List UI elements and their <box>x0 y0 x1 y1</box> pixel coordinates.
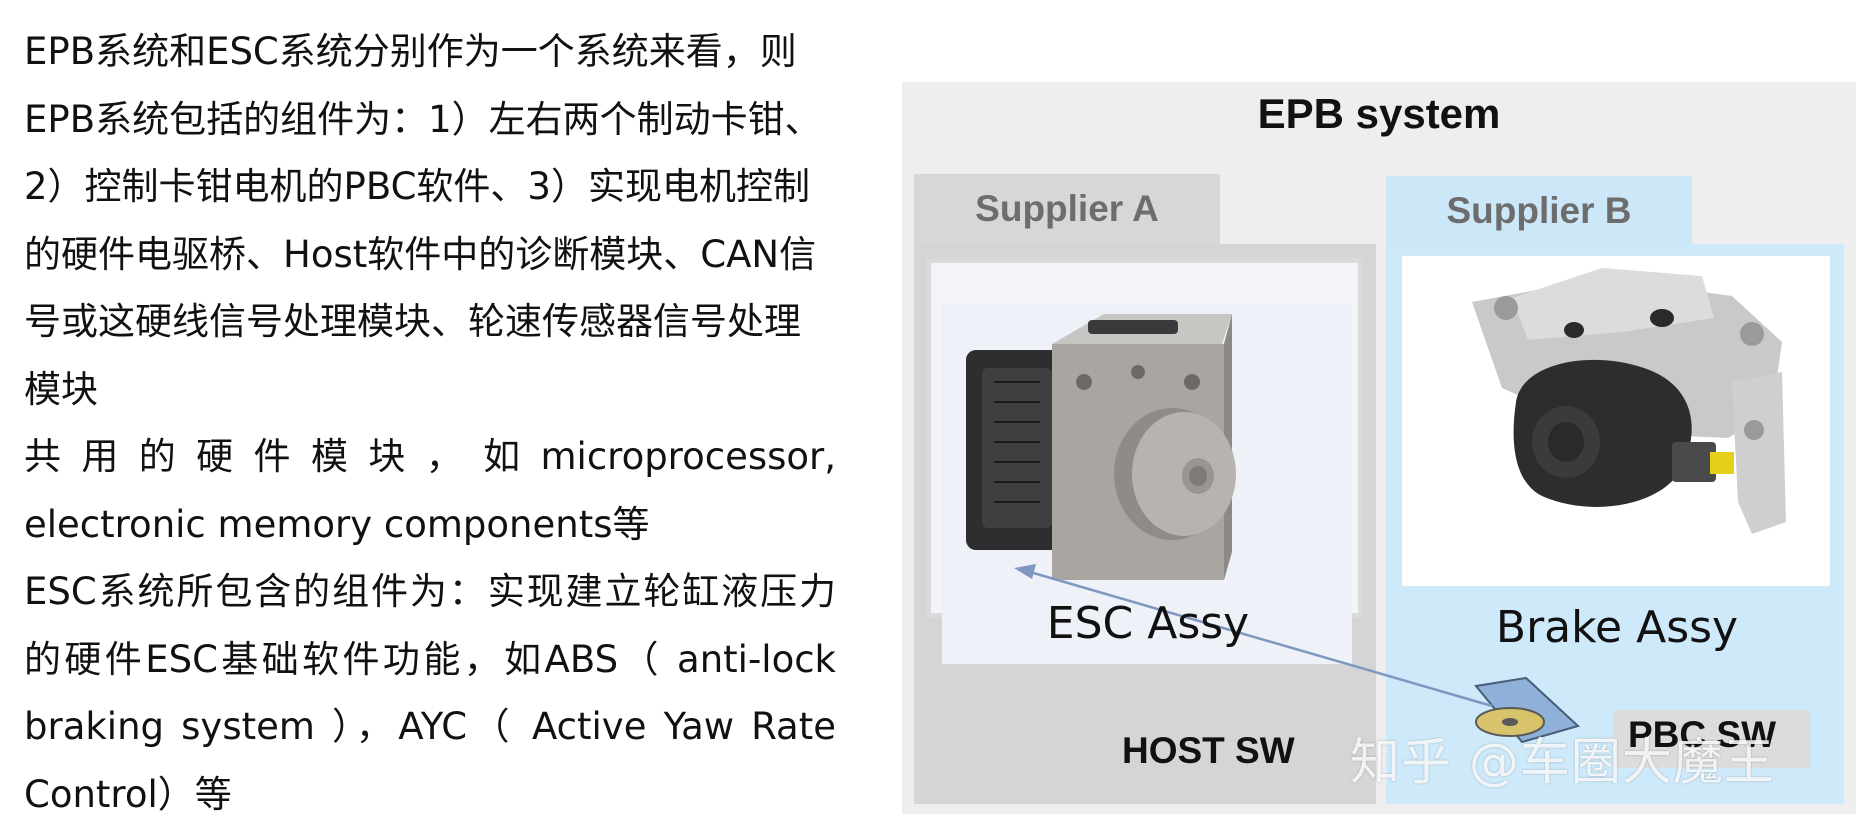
pbc-sw-box <box>1614 710 1810 768</box>
esc-unit-image <box>966 314 1236 580</box>
paragraph-epb-components: EPB系统和ESC系统分别作为一个系统来看，则EPB系统包括的组件为：1）左右两… <box>24 30 822 411</box>
diagram-title: EPB system <box>1257 90 1501 137</box>
paragraph-esc-components: ESC系统所包含的组件为：实现建立轮缸液压力的硬件ESC基础软件功能，如ABS（… <box>24 570 836 816</box>
pbc-to-esc-arrow <box>1014 564 1493 708</box>
pbc-sw-label: PBC SW <box>1628 714 1776 755</box>
supplier-b-tab: Supplier B <box>1386 176 1692 246</box>
description-text: EPB系统和ESC系统分别作为一个系统来看，则EPB系统包括的组件为：1）左右两… <box>24 18 836 828</box>
supplier-a-label: Supplier A <box>975 188 1159 229</box>
brake-assy-caption: Brake Assy <box>1495 602 1739 653</box>
supplier-a-tab: Supplier A <box>914 174 1220 244</box>
esc-assy-caption: ESC Assy <box>1046 598 1250 649</box>
diagram-illustrations <box>966 268 1786 744</box>
software-disc-icon <box>1474 676 1580 744</box>
host-sw-label: HOST SW <box>1122 730 1295 771</box>
zhihu-watermark: 知乎 @车圈大魔王 <box>1350 733 1775 791</box>
brake-caliper-image <box>1472 268 1786 534</box>
epb-system-diagram: EPB system Supplier A Supplier B <box>902 82 1856 814</box>
supplier-b-label: Supplier B <box>1446 190 1632 231</box>
paragraph-shared-hardware: 共用的硬件模块，如microprocessor, electronic memo… <box>24 435 836 546</box>
